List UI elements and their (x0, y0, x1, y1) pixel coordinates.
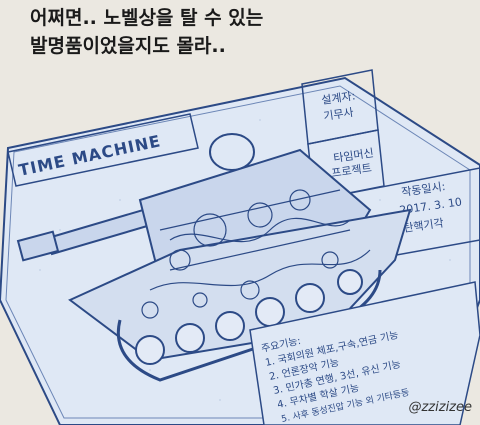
date-note: 탄핵기각 (403, 216, 445, 235)
features-box: 주요기능: 1. 국회의원 체포,구속,연금 기능 2. 언론장악 기능 3. … (249, 281, 480, 425)
designer-name: 기무사 (323, 106, 355, 123)
date-label: 작동일시: (400, 179, 446, 199)
caption-bubble: 어쩌면.. 노벨상을 탈 수 있는 발명품이었을지도 몰라.. (30, 4, 330, 60)
caption-line-2: 발명품이었을지도 몰라.. (30, 35, 226, 57)
designer-label: 설계자: (321, 89, 357, 107)
artist-signature: @zzizizee (408, 400, 472, 415)
project-line2: 프로젝트 (331, 161, 373, 180)
project-line1: 타임머신 (333, 146, 375, 165)
caption-line-1: 어쩌면.. 노벨상을 탈 수 있는 (30, 7, 264, 29)
